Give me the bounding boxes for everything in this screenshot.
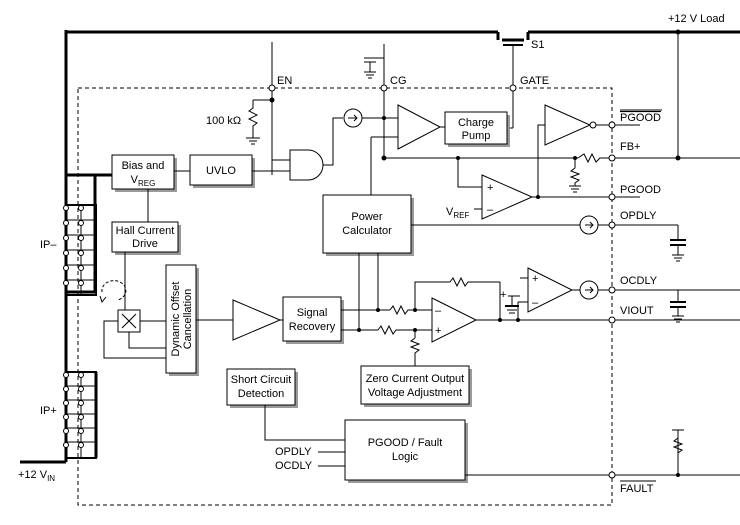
charge-pump-block (444, 111, 508, 145)
bias-text-1: Bias and (122, 160, 165, 172)
signal-recovery-block (282, 296, 342, 342)
cg-network (364, 44, 388, 161)
sc-text-2: Detection (238, 388, 284, 400)
viout-amp-plus: + (435, 325, 441, 337)
fb-plus-label: FB+ (620, 141, 640, 153)
cp-text-1: Charge (458, 117, 494, 129)
comp-plus-sign: + (487, 182, 493, 194)
opdly-input-label: OPDLY (275, 446, 312, 458)
vin-label: +12 VIN (18, 469, 55, 483)
pgood-label: PGOOD (620, 184, 661, 196)
bias-text-2: VREG (131, 174, 156, 188)
vref-label: VREF (446, 206, 469, 220)
dynamic-offset-cancellation-block (165, 264, 197, 374)
viout-amp (431, 297, 478, 343)
uvlo-text: UVLO (206, 165, 236, 177)
s1-mosfet (496, 32, 530, 88)
cp-text-2: Pump (462, 130, 491, 142)
doc-text-2: Cancellation (182, 289, 194, 350)
viout-amp-minus: – (435, 305, 442, 317)
sc-text-1: Short Circuit (231, 374, 292, 386)
ref-plus-sign: + (500, 289, 506, 301)
pg-text-2: Logic (392, 451, 419, 463)
ocdly-input-label: OCDLY (275, 460, 313, 472)
hall-text-1: Hall Current (116, 225, 175, 237)
ocdly-label: OCDLY (620, 275, 658, 287)
flux-icon (101, 280, 127, 301)
comp-minus-sign: – (487, 204, 494, 216)
pow-text-1: Power (351, 211, 383, 223)
pgood-inverter (544, 104, 592, 146)
sig-text-2: Recovery (289, 321, 336, 333)
en-label: EN (277, 75, 292, 87)
and-gate (289, 149, 324, 181)
pgood-fault-logic-block (344, 419, 466, 481)
fault-bar-label: FAULT (620, 483, 654, 495)
zc-text-2: Voltage Adjustment (368, 387, 462, 399)
power-calculator-block (322, 194, 412, 254)
ocdly-comp-minus: – (532, 297, 539, 309)
pow-text-2: Calculator (342, 225, 392, 237)
pg-text-1: PGOOD / Fault (368, 437, 443, 449)
zero-current-adjust-block (360, 365, 470, 405)
ip-minus-label: IP– (40, 239, 57, 251)
gate-driver-amp (397, 104, 442, 150)
gate-pin (509, 84, 517, 92)
bias-vreg-block (111, 154, 175, 190)
sig-text-1: Signal (297, 307, 328, 319)
ocdly-comp-plus: + (532, 273, 538, 285)
hall-current-drive-block (111, 221, 179, 253)
doc-text-1: Dynamic Offset (170, 282, 182, 357)
uvlo-block (189, 154, 253, 186)
zc-text-1: Zero Current Output (366, 373, 464, 385)
hall-text-2: Drive (132, 238, 158, 250)
resistor-label: 100 kΩ (206, 115, 241, 127)
cg-label: CG (390, 75, 407, 87)
en-network (246, 42, 276, 175)
opdly-label: OPDLY (620, 210, 657, 222)
ip-plus-label: IP+ (40, 405, 57, 417)
ip-minus-pins (63, 204, 97, 296)
ip-plus-pins (63, 371, 97, 459)
chip-boundary (77, 87, 613, 506)
ocdly-comparator (527, 267, 574, 313)
pgood-comparator (481, 174, 534, 220)
gate-label: GATE (520, 75, 549, 87)
pgood-bar-label: PGOOD (620, 112, 661, 124)
short-circuit-detection-block (226, 368, 296, 406)
viout-label: VIOUT (620, 305, 654, 317)
s1-label: S1 (531, 39, 544, 51)
front-end-amp (232, 299, 282, 341)
load-label: +12 V Load (668, 13, 725, 25)
